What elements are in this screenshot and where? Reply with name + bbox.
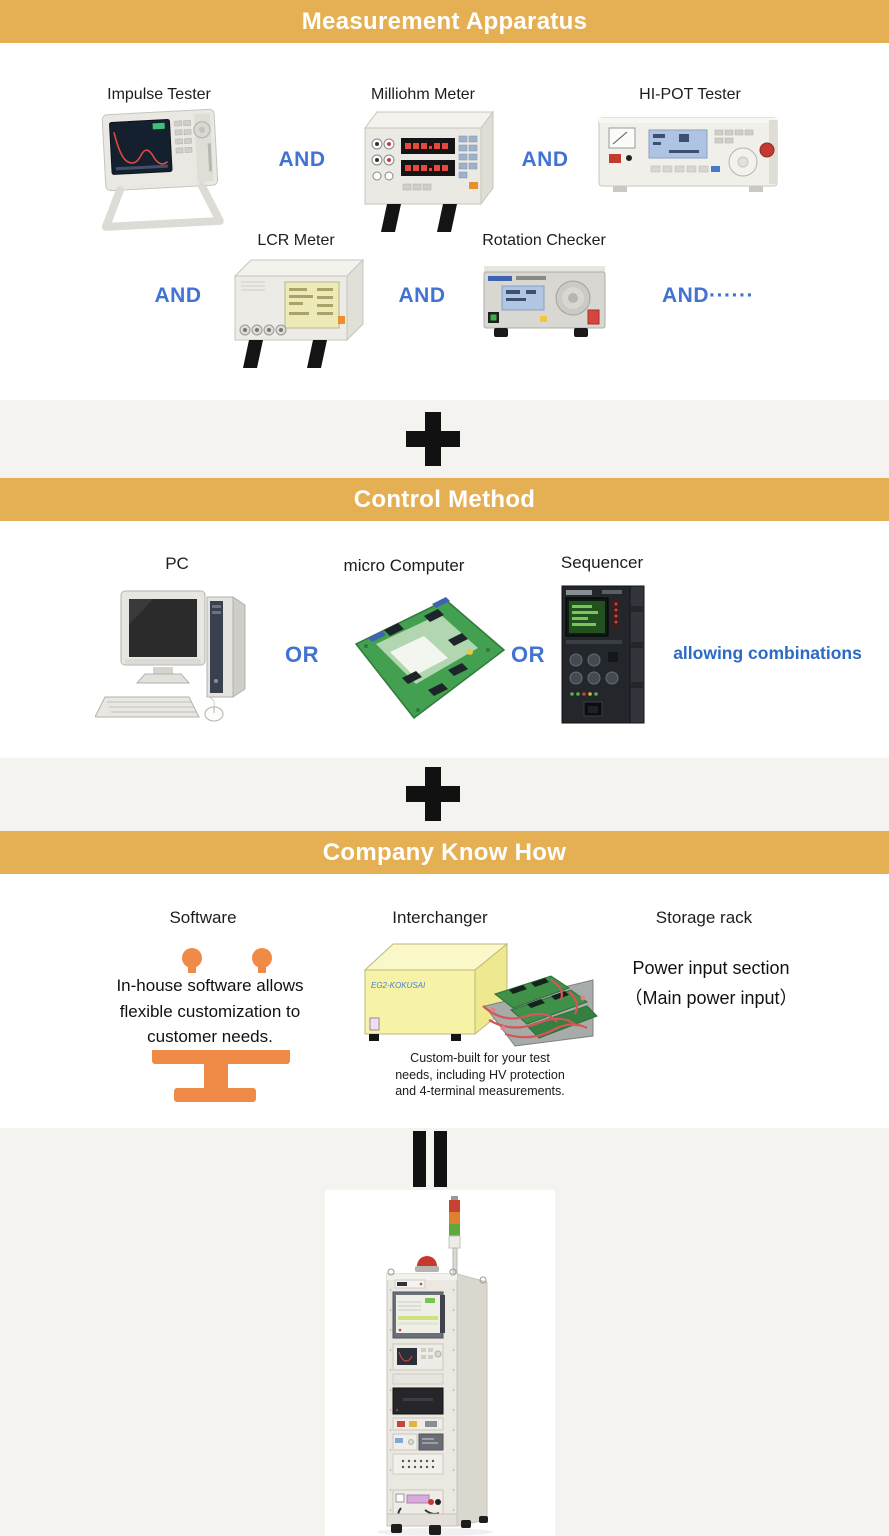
device-label-lcr-meter: LCR Meter [257,232,335,249]
and-operator: AND [521,148,569,171]
and-operator: AND [398,284,446,307]
impulse-tester-image [101,108,224,231]
device-label-impulse-tester: Impulse Tester [107,86,211,103]
plus-icon [406,767,460,821]
storage-rack-line2: （Main power input） [624,988,798,1008]
device-label-micro-computer: micro Computer [343,556,465,575]
or-operator: OR [511,642,545,667]
milliohm-meter-image [364,110,494,232]
device-label-pc: PC [165,554,189,573]
separator-band [0,758,889,831]
and-ellipsis-operator: AND······ [662,284,754,307]
section-banner-control: Control Method [0,478,889,521]
separator-band [0,400,889,478]
or-operator: OR [285,642,319,667]
column-title-software: Software [169,908,237,927]
storage-rack-text: Power input section （Main power input） [600,953,822,1013]
banner-title: Control Method [353,486,536,513]
micro-computer-image [354,597,506,720]
lcr-meter-image [233,258,365,368]
interchanger-box-label: EG2-KOKUSAI [371,981,426,990]
storage-rack-line1: Power input section [632,958,790,978]
rotation-checker-image [483,266,606,337]
plus-icon [406,412,460,466]
sequencer-image [561,585,645,724]
combinations-note: allowing combinations [673,643,862,663]
final-system-image-frame [325,1190,555,1536]
equals-icon [413,1131,447,1187]
and-operator: AND [154,284,202,307]
banner-title: Company Know How [322,839,567,866]
banner-title: Measurement Apparatus [301,8,588,35]
device-label-milliohm-meter: Milliohm Meter [370,86,475,103]
device-label-hipot-tester: HI-POT Tester [639,86,741,103]
pc-image [95,590,246,722]
interchanger-caption: Custom-built for your test needs, includ… [395,1051,565,1098]
software-description: In-house software allows flexible custom… [95,973,325,1050]
interchanger-image: EG2-KOKUSAI [363,942,598,1047]
section-banner-knowhow: Company Know How [0,831,889,874]
column-title-interchanger: Interchanger [392,908,488,927]
section-banner-measurement: Measurement Apparatus [0,0,889,43]
and-operator: AND [278,148,326,171]
device-label-rotation-checker: Rotation Checker [482,232,606,249]
final-test-rack-image [377,1196,493,1536]
device-label-sequencer: Sequencer [560,553,644,572]
hipot-tester-image [598,117,778,192]
column-title-storage-rack: Storage rack [655,908,753,927]
